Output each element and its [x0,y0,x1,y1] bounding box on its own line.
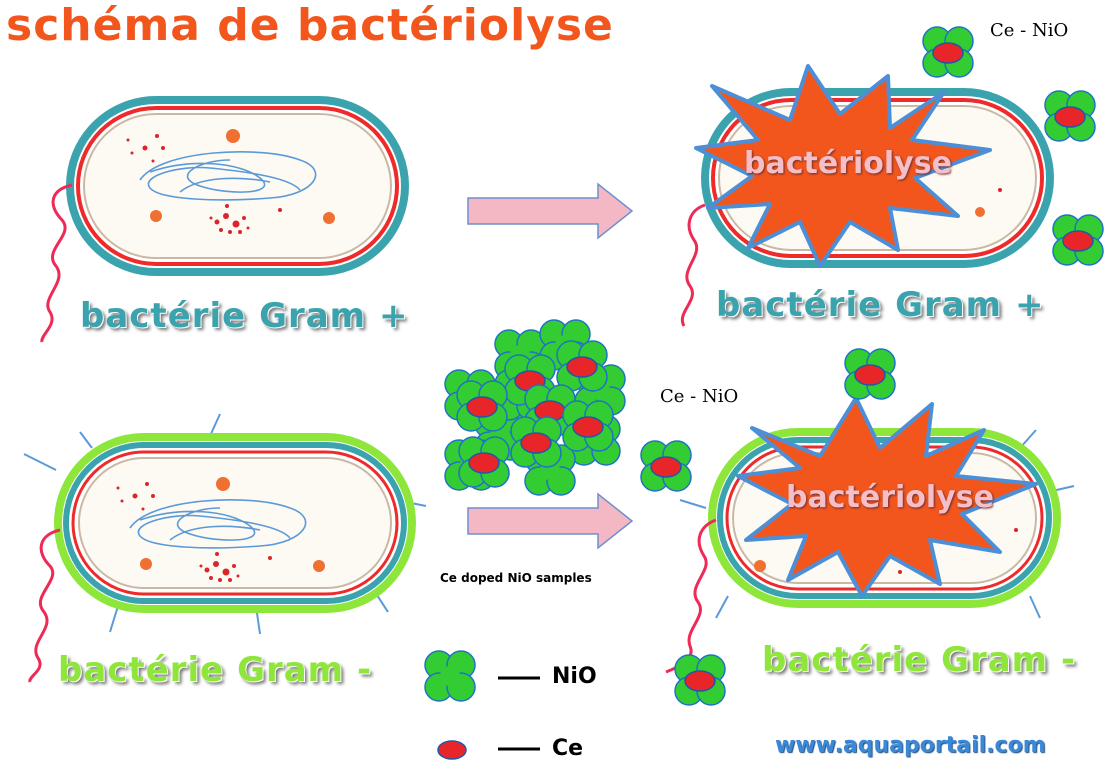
cenio-label-top: Ce - NiO [990,20,1069,41]
cenio-label-bottom: Ce - NiO [660,386,739,407]
cenio-cluster [845,349,895,399]
legend-ce-label: Ce [552,736,584,761]
samples-caption: Ce doped NiO samples [440,571,592,585]
watermark: www.aquaportail.com [775,733,1046,758]
cenio-cluster [923,27,973,77]
diagram-title: schéma de bactériolyse [6,0,614,51]
gram-positive-label-right: bactérie Gram + [716,285,1045,325]
arrow-bottom [467,492,634,550]
gram-negative-label-right: bactérie Gram - [762,640,1077,680]
gram-positive-bacterium-left [40,96,409,343]
gram-negative-label-left: bactérie Gram - [58,650,373,690]
lysis-burst-bottom [736,396,1038,598]
gram-positive-label-left: bactérie Gram + [80,296,409,336]
cenio-cluster [641,441,691,491]
legend-ce-particle [437,740,467,760]
cenio-cluster [675,655,725,705]
legend-nio-label: NiO [552,664,597,689]
lysis-label-bottom: bactériolyse [786,480,994,515]
cenio-cluster [1053,215,1103,265]
ce-doped-nio-sample-pile [444,319,626,496]
gram-negative-bacterium-left [23,413,427,683]
arrow-top [467,182,634,240]
lysis-label-top: bactériolyse [744,146,952,181]
cenio-cluster [1045,91,1095,141]
legend-nio-cluster [424,650,476,702]
lysis-burst-top [694,64,992,268]
